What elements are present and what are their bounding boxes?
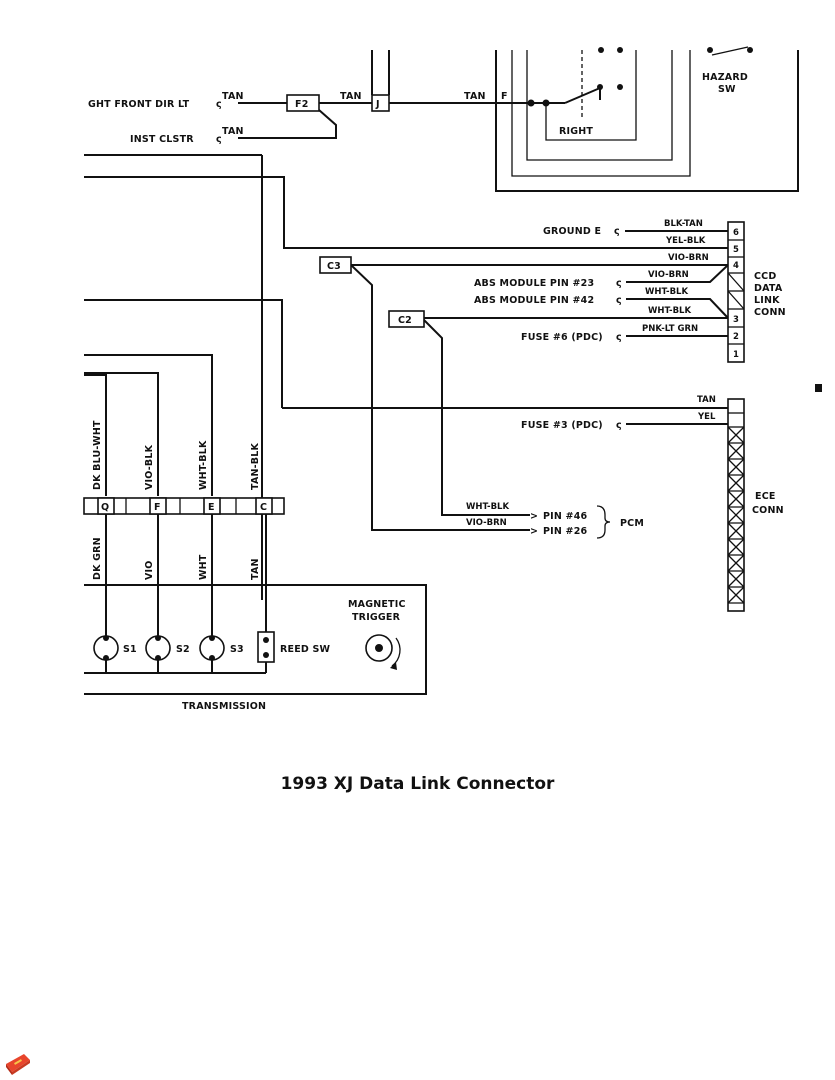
j-hazard-wire-color: TAN	[464, 91, 486, 102]
pin-c-label: C	[260, 502, 267, 513]
dk-grn-label: DK GRN	[92, 537, 103, 580]
svg-text:ς: ς	[616, 420, 622, 431]
dk-blu-wht-label: DK BLU-WHT	[92, 420, 103, 490]
hazard-sw-label: SW	[718, 84, 736, 95]
svg-text:ς: ς	[614, 226, 620, 237]
ece-label-1: ECE	[755, 491, 776, 502]
pin-q-label: Q	[101, 502, 109, 513]
abs-42-label: ABS MODULE PIN #42	[474, 295, 594, 306]
splice-j-box	[371, 94, 390, 112]
ece-hatched-pins	[727, 426, 745, 604]
svg-text:ς: ς	[216, 134, 222, 145]
abs23-wire-color: VIO-BRN	[648, 270, 689, 280]
ground-e-label: GROUND E	[543, 226, 601, 237]
wiring-diagram: F2 J INST CLSTR TAN ς GHT FRONT DIR LT T…	[83, 46, 799, 712]
ground-wire-color: BLK-TAN	[664, 219, 703, 229]
diagram-caption: 1993 XJ Data Link Connector	[280, 774, 555, 794]
switch-s3-icon	[199, 635, 225, 673]
splice-c3-label: C3	[327, 261, 341, 272]
ccd-pin-3: 3	[733, 315, 739, 325]
ccd-label-1: CCD	[754, 271, 776, 282]
reed-sw-label: REED SW	[280, 644, 331, 655]
svg-text:ς: ς	[616, 278, 622, 289]
ece-connector-body	[727, 398, 745, 612]
reed-switch-icon	[257, 631, 275, 673]
pcm-label: PCM	[620, 518, 644, 529]
edge-marker	[815, 384, 822, 392]
inst-clstr-label: INST CLSTR	[130, 134, 194, 145]
s1-label: S1	[123, 644, 137, 655]
hazard-pin-f-label: F	[501, 91, 508, 102]
splice-j-label: J	[375, 99, 380, 110]
abs42-wire-color: WHT-BLK	[645, 287, 688, 297]
svg-text:>: >	[530, 511, 538, 522]
fuse3-label: FUSE #3 (PDC)	[521, 420, 603, 431]
magnetic-trigger-icon	[365, 634, 401, 670]
svg-text:ς: ς	[616, 332, 622, 343]
s3-label: S3	[230, 644, 244, 655]
s2-label: S2	[176, 644, 190, 655]
svg-text:ς: ς	[616, 295, 622, 306]
pin4-wire-color: VIO-BRN	[668, 253, 709, 263]
fuse-f2-label: F2	[295, 99, 309, 110]
pin5-wire-color: YEL-BLK	[665, 236, 706, 246]
vio-blk-label: VIO-BLK	[144, 444, 155, 490]
magnetic-label: MAGNETIC	[348, 599, 406, 610]
ccd-pin-1: 1	[733, 350, 739, 360]
trigger-label: TRIGGER	[352, 612, 401, 623]
ccd-pin-4: 4	[733, 261, 739, 271]
fuse6-label: FUSE #6 (PDC)	[521, 332, 603, 343]
wht-blk-label: WHT-BLK	[198, 440, 209, 490]
pin26-wire-color: VIO-BRN	[466, 518, 507, 528]
pin-e-label: E	[208, 502, 215, 513]
vio-label: VIO	[144, 560, 155, 580]
splice-c2-label: C2	[398, 315, 412, 326]
tan-blk-label: TAN-BLK	[250, 443, 261, 490]
pin26-label: PIN #26	[543, 526, 588, 537]
svg-text:ς: ς	[216, 99, 222, 110]
ccd-pin-6: 6	[733, 228, 739, 238]
ece-tan-wire-color: TAN	[697, 395, 716, 405]
ece-label-2: CONN	[752, 505, 784, 516]
pin3-wire-color: WHT-BLK	[648, 306, 691, 316]
tan-label: TAN	[250, 558, 261, 580]
pin-f-label: F	[154, 502, 161, 513]
svg-text:>: >	[530, 526, 538, 537]
right-front-dir-lt-label: GHT FRONT DIR LT	[88, 99, 190, 110]
transmission-connector-strip	[83, 497, 285, 515]
transmission-label: TRANSMISSION	[182, 701, 266, 712]
app-logo-icon	[6, 1054, 30, 1075]
ccd-pin-2: 2	[733, 332, 739, 342]
ccd-label-2: DATA	[754, 283, 783, 294]
wht-label: WHT	[198, 554, 209, 580]
ccd-pin-5: 5	[733, 245, 739, 255]
hazard-label: HAZARD	[702, 72, 748, 83]
pin2-wire-color: PNK-LT GRN	[642, 324, 698, 334]
inst-clstr-wire-color: TAN	[222, 126, 244, 137]
f2-j-wire-color: TAN	[340, 91, 362, 102]
right-label: RIGHT	[559, 126, 593, 137]
switch-s1-icon	[93, 635, 119, 673]
ccd-label-3: LINK	[754, 295, 780, 306]
pin46-wire-color: WHT-BLK	[466, 502, 509, 512]
abs-23-label: ABS MODULE PIN #23	[474, 278, 594, 289]
ece-yel-wire-color: YEL	[697, 412, 716, 422]
pin46-label: PIN #46	[543, 511, 588, 522]
dir-lt-wire-color: TAN	[222, 91, 244, 102]
ccd-label-4: CONN	[754, 307, 786, 318]
switch-s2-icon	[145, 635, 171, 673]
